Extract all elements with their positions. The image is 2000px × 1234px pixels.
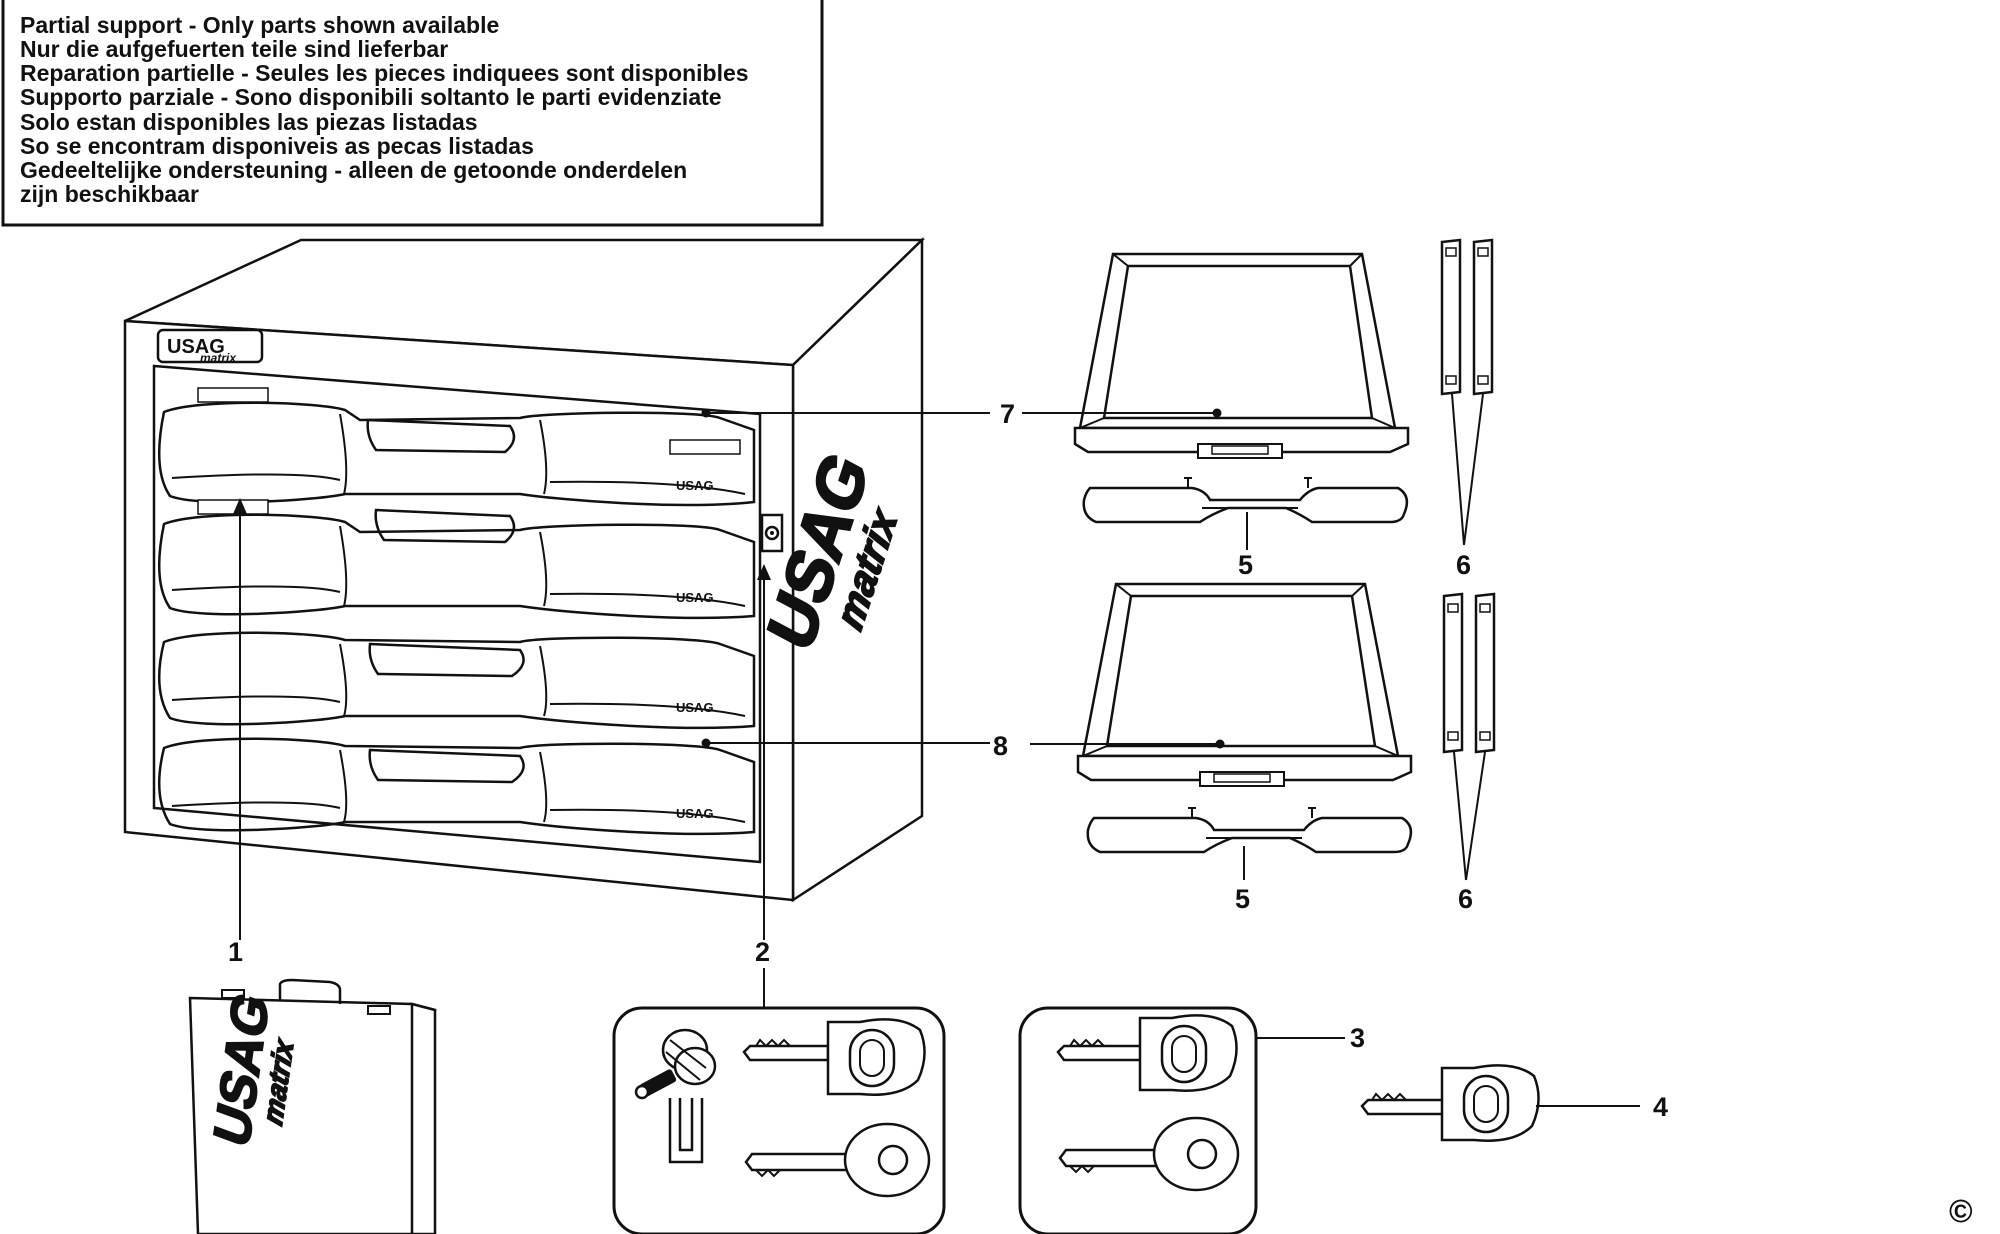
cabinet-drawer-4: USAG (158, 737, 756, 836)
drawer-badge: USAG (676, 806, 714, 821)
copyright-mark: © (1949, 1193, 1973, 1229)
callout-part-7: 7 (1000, 399, 1015, 429)
cabinet-front (123, 319, 795, 902)
sub-brand-logo-text: matrix (200, 351, 237, 365)
cabinet-drawer-1: USAG (157, 387, 756, 507)
key-icon (1056, 1014, 1238, 1092)
callout-part-6-lower: 6 (1458, 884, 1473, 914)
lock-clip-icon (668, 1098, 704, 1164)
drawer-tray-upper (1022, 252, 1410, 459)
notice-line: So se encontram disponiveis as pecas lis… (20, 133, 534, 159)
lock-kit (612, 968, 946, 1234)
key-icon (742, 1018, 926, 1096)
callout-part-6-upper: 6 (1456, 550, 1471, 580)
cabinet-lock (760, 513, 784, 553)
lock-cylinder-icon (634, 1028, 717, 1100)
drawer-badge: USAG (676, 478, 714, 493)
notice-line: Nur die aufgefuerten teile sind lieferba… (20, 36, 448, 62)
partial-support-notice: Partial support - Only parts shown avail… (1, 0, 824, 227)
single-key (1360, 1064, 1640, 1142)
drawer-badge: USAG (676, 590, 714, 605)
callout-part-8: 8 (993, 731, 1008, 761)
callout-part-4: 4 (1653, 1092, 1668, 1122)
notice-line: Supporto parziale - Sono disponibili sol… (20, 84, 722, 110)
cabinet-leaders (233, 408, 990, 940)
drawer-tray-lower (1030, 582, 1413, 787)
callout-numbers: 7 8 5 5 6 6 1 2 3 4 (228, 399, 1668, 1122)
callout-part-1: 1 (228, 937, 243, 967)
callout-part-2: 2 (755, 937, 770, 967)
callout-part-3: 3 (1350, 1023, 1365, 1053)
notice-line: Partial support - Only parts shown avail… (20, 12, 499, 38)
drawer-badge: USAG (676, 700, 714, 715)
key-set (1018, 1006, 1345, 1234)
cabinet-drawer-3: USAG (158, 631, 756, 730)
drawer-front-upper (1082, 477, 1409, 550)
cabinet-logo-plate: USAG matrix (156, 328, 264, 365)
callout-part-5-upper: 5 (1238, 550, 1253, 580)
drawer-front-lower (1086, 807, 1413, 880)
drawer-cabinet: USAG matrix USAG matrix USAG (123, 237, 926, 903)
drawer-runners-lower (1442, 592, 1496, 881)
cabinet-drawer-2: USAG (157, 499, 756, 620)
carry-case: USAG matrix (188, 978, 437, 1234)
callout-part-5-lower: 5 (1235, 884, 1250, 914)
notice-line: Solo estan disponibles las piezas listad… (20, 109, 478, 135)
notice-line: Reparation partielle - Seules les pieces… (20, 60, 749, 86)
key-icon (1058, 1116, 1240, 1192)
notice-line: Gedeeltelijke ondersteuning - alleen de … (20, 157, 687, 183)
drawer-runners-upper (1440, 238, 1494, 546)
brand-logo-text: USAG (167, 336, 225, 358)
key-icon (744, 1122, 931, 1198)
notice-line: zijn beschikbaar (20, 181, 199, 207)
